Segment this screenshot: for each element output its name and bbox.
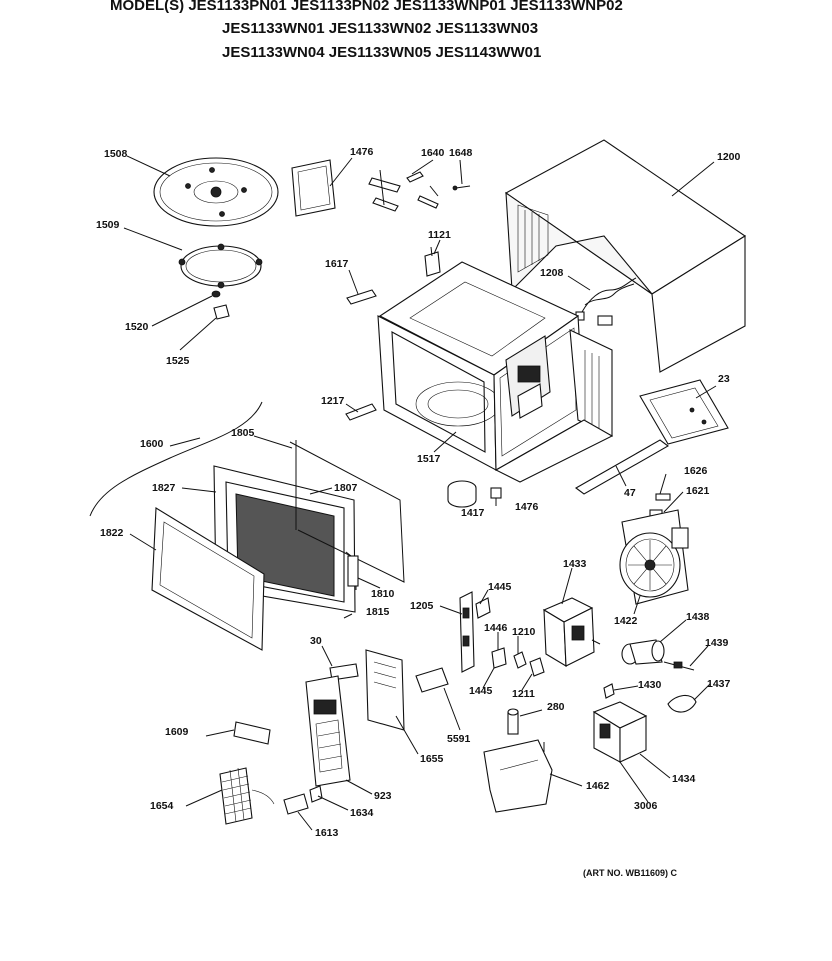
door-chassis-1805	[289, 440, 405, 590]
outer-case	[504, 139, 747, 373]
interlock-switch-brackets	[368, 169, 439, 212]
mounting-plate-1217	[345, 403, 377, 421]
roller-ring	[178, 243, 263, 289]
diode	[663, 661, 695, 671]
callout-3006: 3006	[634, 800, 658, 812]
mounting-plate-1617	[346, 289, 377, 305]
interlock-switches	[491, 647, 545, 677]
callout-1626: 1626	[684, 465, 708, 477]
callout-923: 923	[374, 790, 392, 802]
turntable-coupler	[211, 290, 230, 320]
callout-1210: 1210	[512, 626, 536, 638]
high-voltage-capacitor	[621, 639, 665, 665]
screw	[452, 185, 471, 191]
callout-1520: 1520	[125, 321, 149, 333]
callout-1600: 1600	[140, 438, 164, 450]
art-number: (ART NO. WB11609) C	[583, 868, 678, 878]
latch-bracket	[424, 246, 441, 277]
callout-1827: 1827	[152, 482, 176, 494]
callout-1445: 1445	[488, 581, 512, 593]
callout-1634: 1634	[350, 807, 374, 819]
callout-1476: 1476	[350, 146, 374, 158]
base-bracket	[639, 379, 729, 445]
callout-1621: 1621	[686, 485, 710, 497]
callout-1648: 1648	[449, 147, 473, 159]
callout-1422: 1422	[614, 615, 638, 627]
callout-1476-b: 1476	[515, 501, 539, 513]
relay-board	[415, 667, 449, 693]
callout-1805: 1805	[231, 427, 255, 439]
callout-1640: 1640	[421, 147, 445, 159]
fuse	[507, 708, 519, 735]
callout-1509: 1509	[96, 219, 120, 231]
turntable-motor	[447, 480, 502, 508]
capacitor-bracket	[603, 683, 697, 713]
callout-47: 47	[624, 487, 636, 499]
callout-1508: 1508	[104, 148, 128, 160]
vent-grille	[219, 767, 275, 825]
model-list-line-3: JES1133WN04 JES1133WN05 JES1143WW01	[222, 44, 542, 61]
callout-1445-b: 1445	[469, 685, 493, 697]
callout-1437: 1437	[707, 678, 731, 690]
control-board-bracket	[329, 649, 405, 731]
callout-1205: 1205	[410, 600, 434, 612]
callout-1810: 1810	[371, 588, 395, 600]
model-list-line-2: JES1133WN01 JES1133WN02 JES1133WN03	[222, 20, 539, 37]
callout-1417: 1417	[461, 507, 485, 519]
nameplate-label	[233, 721, 271, 745]
control-panel-spring	[283, 785, 323, 815]
switch-bracket	[459, 591, 491, 673]
callout-5591: 5591	[447, 733, 471, 745]
callout-1434: 1434	[672, 773, 696, 785]
callout-1617: 1617	[325, 258, 349, 270]
callout-1462: 1462	[586, 780, 610, 792]
callout-1438: 1438	[686, 611, 710, 623]
callout-1433: 1433	[563, 558, 587, 570]
door-glass-panel-1822	[151, 507, 265, 651]
callout-labels: 1508 1476 1640 1648 1200 1509 1121 1617 …	[96, 146, 741, 839]
callout-1613: 1613	[315, 827, 339, 839]
waveguide-cover	[291, 159, 336, 217]
oven-cavity-chassis	[377, 261, 614, 483]
callout-1654: 1654	[150, 800, 174, 812]
callout-1217: 1217	[321, 395, 345, 407]
magnetron-duct-bracket	[483, 739, 553, 813]
magnetron	[592, 701, 648, 763]
control-panel	[305, 675, 351, 787]
callout-1517: 1517	[417, 453, 441, 465]
callout-1446: 1446	[484, 622, 508, 634]
callout-1200: 1200	[717, 151, 741, 163]
wire-harness	[575, 277, 637, 326]
cooling-fan-assembly	[619, 493, 689, 605]
callout-1430: 1430	[638, 679, 662, 691]
callout-1121: 1121	[428, 229, 451, 241]
callout-1609: 1609	[165, 726, 189, 738]
door-hinge-bar	[575, 439, 669, 495]
leader-lines	[123, 155, 717, 831]
door-latch-clip	[343, 613, 353, 619]
callout-280: 280	[547, 701, 565, 713]
turntable-tray	[153, 157, 279, 227]
callout-30: 30	[310, 635, 322, 647]
high-voltage-transformer	[542, 597, 601, 667]
callout-1822: 1822	[100, 527, 124, 539]
callout-1807: 1807	[334, 482, 358, 494]
model-list-line-1: MODEL(S) JES1133PN01 JES1133PN02 JES1133…	[110, 0, 623, 14]
callout-1525: 1525	[166, 355, 190, 367]
callout-1815: 1815	[366, 606, 390, 618]
callout-1439: 1439	[705, 637, 729, 649]
callout-1211: 1211	[512, 688, 535, 700]
callout-23: 23	[718, 373, 730, 385]
door-seal-strip	[89, 401, 263, 517]
callout-1655: 1655	[420, 753, 444, 765]
callout-1208: 1208	[540, 267, 564, 279]
